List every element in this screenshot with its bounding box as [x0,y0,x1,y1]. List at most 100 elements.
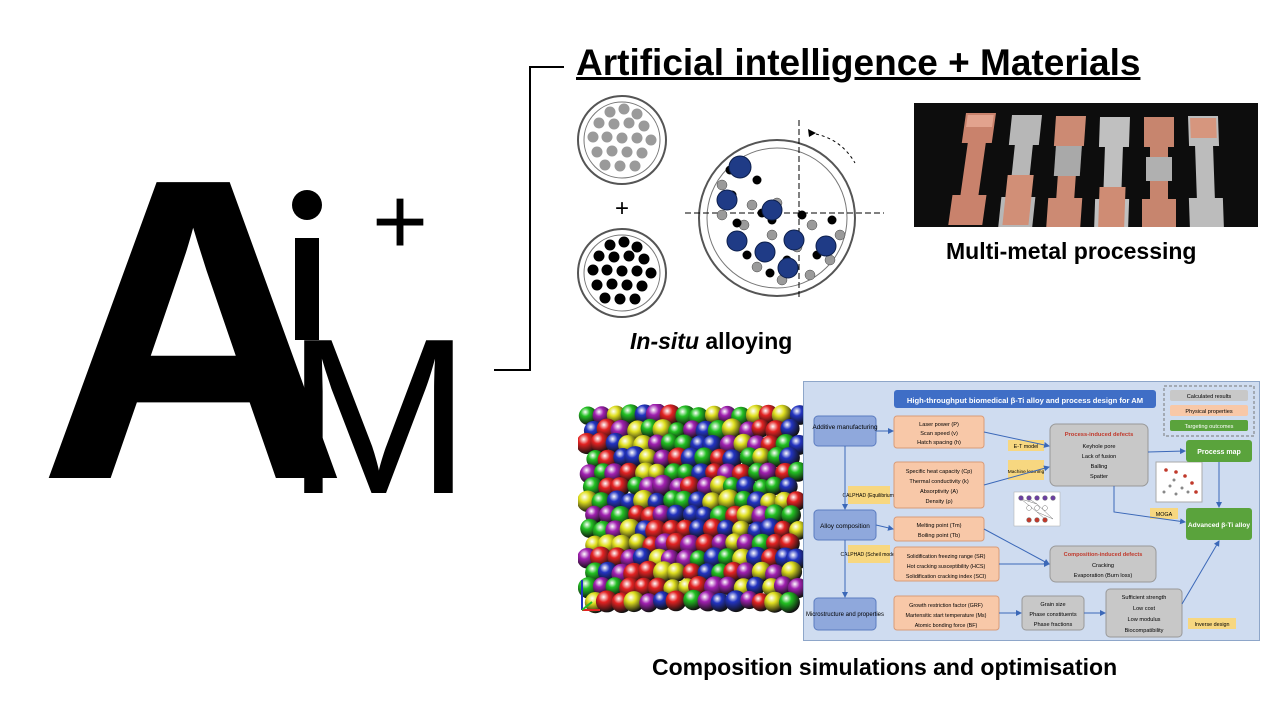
atom-sphere [694,447,715,468]
process-map-box: Process map [1197,449,1241,456]
atom-sphere [718,489,740,511]
legend-targeting: Targeting outcomes [1185,424,1234,430]
atom-sphere [718,576,737,595]
insitu-alloying-illustration: + [577,95,884,318]
atom-sphere [765,476,784,496]
flowchart-header-box [894,390,1156,408]
moga-label: MOGA [1156,512,1173,518]
phase-constituents: Phase constituents [1029,612,1076,618]
outcome-low-cost: Low cost [1133,606,1156,612]
tensile-specimen-row [948,113,1224,227]
logo-i-stem [295,238,319,340]
insitu-plus-sign: + [615,195,629,222]
atom-sphere [704,405,724,425]
defect-balling: Balling [1091,464,1108,470]
flowchart-arrows [842,428,1222,616]
param-scan-speed: Scan speed (v) [920,431,958,437]
box-microstructure: Microstructure and properties [806,612,884,618]
atom-sphere [710,592,730,612]
atom-sphere [779,477,798,496]
flowchart-header: High-throughput biomedical β-Ti alloy an… [907,396,1143,405]
axis-triad-icon [581,580,600,611]
legend-calculated: Calculated results [1187,394,1232,400]
bracket-connector [494,66,564,371]
atom-sphere [652,505,672,525]
atom-sphere [628,533,648,552]
atom-sphere [778,592,800,613]
box-alloy-composition: Alloy composition [820,523,870,530]
prop-absorptivity: Absorptivity (A) [920,489,958,495]
defect-evaporation: Evaporation (Burn loss) [1074,573,1133,579]
prop-melting-point: Melting point (Tm) [916,523,961,529]
param-laser-power: Laser power (P) [919,422,959,428]
atomic-simulation-cube [578,404,808,614]
atom-sphere [666,504,686,524]
insitu-alloying-caption: In-situ alloying [630,328,792,355]
multi-metal-photo [914,103,1258,227]
insitu-italic-word: In-situ [630,328,699,354]
prop-hot-cracking: Hot cracking susceptibility (HCS) [907,564,986,570]
prop-martensitic-start: Martensitic start temperature (Ms) [906,613,987,619]
atom-sphere [746,576,766,596]
phase-fractions: Phase fractions [1034,622,1073,628]
et-model-label: E-T model [1014,444,1039,450]
advanced-alloy-box: Advanced β-Ti alloy [1188,522,1250,529]
atom-sphere [666,562,686,582]
atom-sphere [637,560,660,582]
logo-letter-m: M [286,293,471,541]
prop-density: Density (ρ) [925,499,952,505]
calphad-scheil-label: CALPHAD (Scheil model) [841,552,898,558]
atom-sphere [736,562,756,582]
atom-sphere [590,432,611,453]
insitu-caption-rest: alloying [699,328,793,354]
calphad-equilibrium-label: CALPHAD (Equilibrium) [842,493,895,499]
atom-sphere [751,419,770,438]
outcome-biocompatibility: Biocompatibility [1125,628,1164,634]
neural-network-icon [1013,491,1061,527]
prop-boiling-point: Boiling point (Tb) [918,533,960,539]
atom-sphere [736,505,757,526]
defect-keyhole: Keyhole pore [1083,444,1116,450]
atom-sphere [717,519,736,539]
multi-metal-caption: Multi-metal processing [946,238,1197,264]
logo-plus-sign: + [372,168,429,275]
outcome-strength: Sufficient strength [1122,595,1167,601]
black-powder-circle [577,228,667,318]
atom-sphere [665,590,687,612]
outcome-low-modulus: Low modulus [1128,617,1161,623]
ml-label: Machine learning [1008,469,1045,475]
defect-lack-of-fusion: Lack of fusion [1082,454,1117,460]
defect-spatter: Spatter [1090,474,1108,480]
prop-specific-heat: Specific heat capacity (Cp) [906,469,973,475]
atom-sphere [787,461,808,482]
legend-physical: Physical properties [1185,409,1232,415]
process-defects-title: Process-induced defects [1065,432,1134,438]
atom-sphere [764,591,786,613]
mixing-drum [685,120,884,300]
box-additive-manufacturing: Additive manufacturing [812,424,877,431]
comp-defects-title: Composition-induced defects [1064,552,1143,558]
page-title: Artificial intelligence + Materials [576,42,1141,83]
atom-sphere [578,406,598,425]
atom-sphere [620,404,641,425]
logo-i-dot [292,190,322,220]
prop-atomic-bonding: Atomic bonding force (BF) [915,623,978,629]
atom-sphere [634,577,654,597]
atom-sphere [652,474,674,497]
atom-sphere [721,418,743,440]
atom-sphere [623,591,645,613]
alloy-design-flowchart: High-throughput biomedical β-Ti alloy an… [803,381,1260,641]
atom-sphere [781,505,801,525]
pareto-mini-plot-icon [1155,461,1203,503]
prop-freezing-range: Solidification freezing range (SR) [907,554,986,560]
param-hatch-spacing: Hatch spacing (h) [917,440,961,446]
atom-sphere [689,519,709,539]
prop-growth-restriction: Growth restriction factor (GRF) [909,603,983,609]
atom-sphere [752,447,771,467]
defect-cracking: Cracking [1092,563,1114,569]
atom-sphere [780,418,800,439]
grain-size: Grain size [1040,602,1065,608]
gray-powder-circle [577,95,667,185]
inverse-design-label: Inverse design [1194,622,1229,628]
prop-thermal-conductivity: Thermal conductivity (k) [909,479,969,485]
